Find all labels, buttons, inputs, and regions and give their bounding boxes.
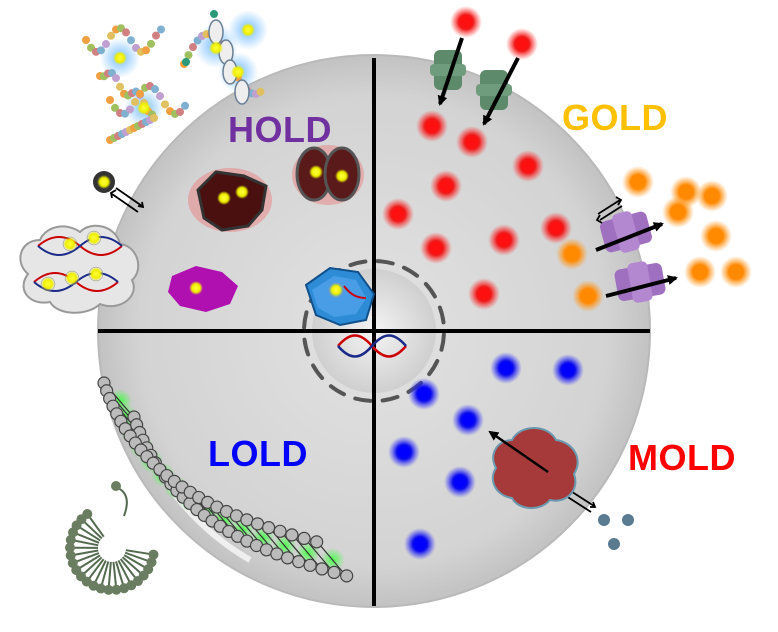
hold-protein-aggregate-1: [188, 168, 272, 232]
orange-probe: [700, 220, 732, 252]
orange-probe: [684, 256, 716, 288]
red-probe: [468, 278, 500, 310]
blue-probe: [452, 404, 484, 436]
blue-probe: [552, 354, 584, 386]
red-probe: [430, 170, 462, 202]
orange-probe: [720, 256, 752, 288]
lold-label: LOLD: [208, 436, 308, 472]
blue-probe: [490, 352, 522, 384]
red-probe: [506, 28, 538, 60]
blue-probe: [388, 436, 420, 468]
blue-probe: [444, 466, 476, 498]
micelle-icon: [65, 481, 158, 595]
red-probe: [512, 150, 544, 182]
red-probe: [450, 6, 482, 38]
orange-probe: [556, 238, 588, 270]
orange-probe: [622, 166, 654, 198]
free-yellow-probe: [93, 171, 115, 193]
orange-probe: [662, 196, 694, 228]
orange-probe: [696, 180, 728, 212]
blue-probe: [408, 378, 440, 410]
hold-label: HOLD: [228, 112, 332, 148]
red-probe: [456, 126, 488, 158]
gold-label: GOLD: [562, 100, 668, 136]
red-probe: [416, 110, 448, 142]
blue-probe: [404, 528, 436, 560]
cleaved-fragments: [598, 514, 634, 550]
red-probe: [420, 232, 452, 264]
hold-protein-aggregate-2: [292, 145, 364, 205]
orange-probe: [572, 280, 604, 312]
red-probe: [382, 198, 414, 230]
mold-label: MOLD: [628, 440, 736, 476]
red-probe: [488, 224, 520, 256]
